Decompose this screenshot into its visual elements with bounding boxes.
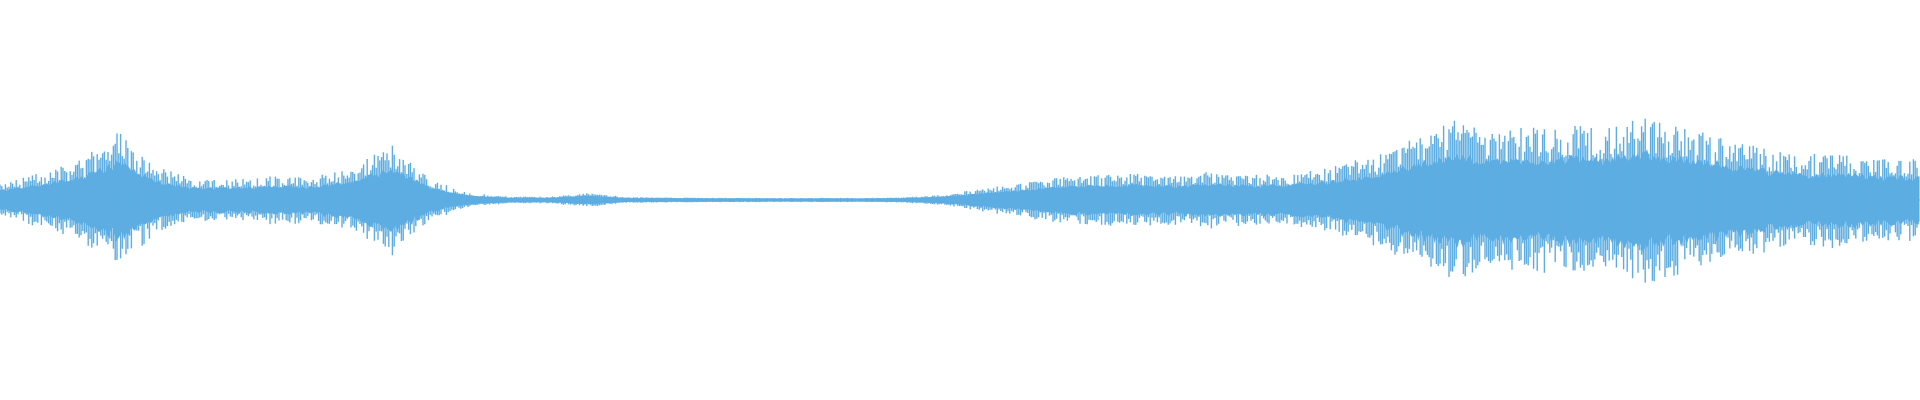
waveform-peaks — [0, 118, 1920, 283]
